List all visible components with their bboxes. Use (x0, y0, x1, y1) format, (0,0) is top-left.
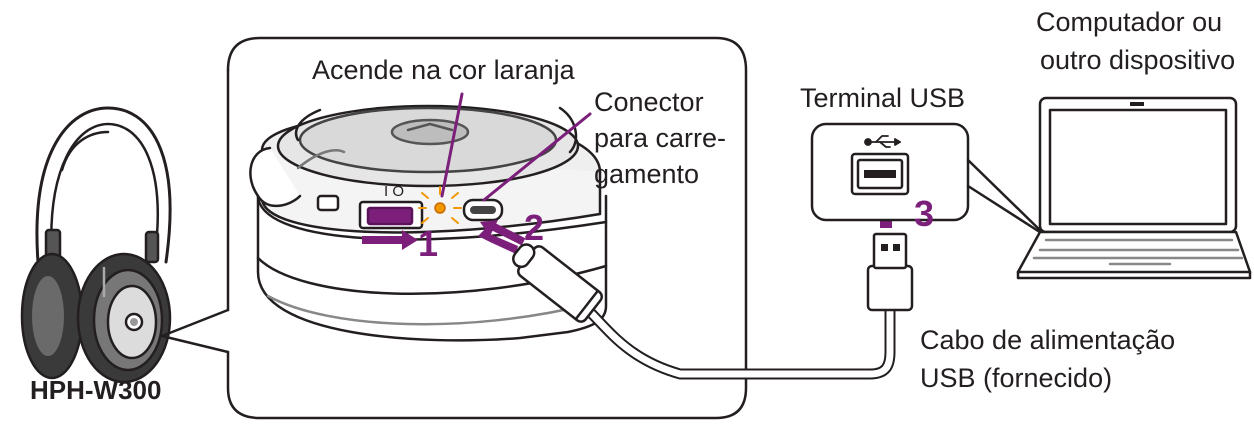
step-2-number: 2 (524, 207, 545, 248)
label-cable-line2: USB (fornecido) (920, 363, 1113, 393)
headphones-illustration (20, 106, 172, 384)
housing-closeup (249, 104, 608, 342)
callout-frame (160, 36, 748, 420)
label-lights-orange: Acende na cor laranja (312, 55, 575, 85)
usb-icon (864, 135, 901, 148)
step-3-number: 3 (914, 193, 935, 234)
label-connector-line2: para carre- (594, 123, 727, 153)
label-computer-line2: outro dispositivo (1040, 45, 1236, 75)
label-connector-line1: Conector (594, 87, 704, 117)
label-usb-terminal: Terminal USB (800, 83, 966, 113)
usb-terminal-callout (810, 122, 1048, 238)
step-1-number: 1 (418, 223, 439, 264)
annotation-arrows (362, 92, 900, 254)
label-connector-line3: gamento (594, 159, 700, 189)
power-switch-symbol: I O (384, 183, 405, 200)
label-computer-line1: Computador ou (1036, 7, 1223, 37)
label-model: HPH-W300 (30, 375, 162, 405)
usb-cable (512, 232, 914, 380)
label-cable-line1: Cabo de alimentação (920, 325, 1176, 355)
laptop-illustration (1016, 96, 1252, 280)
